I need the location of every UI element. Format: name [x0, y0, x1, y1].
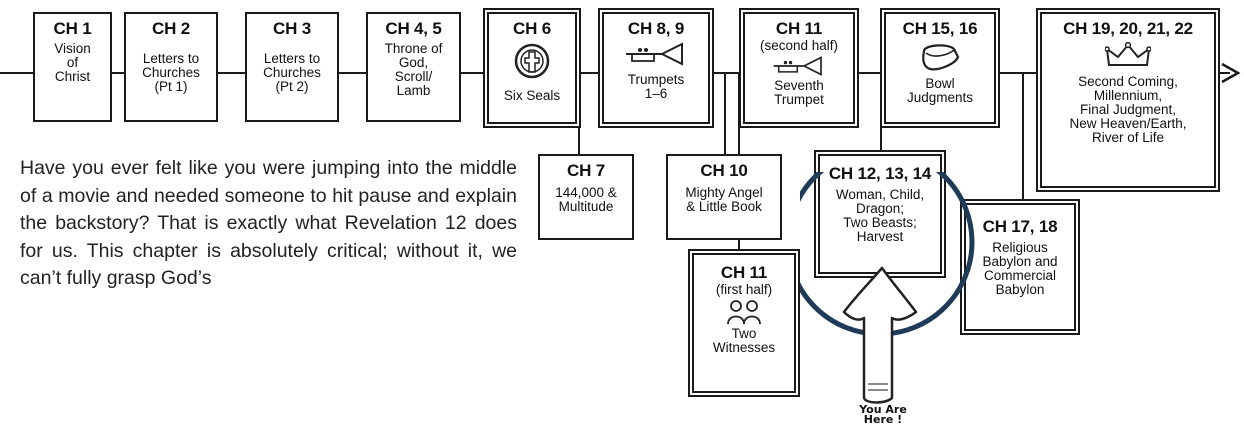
connector-ch1214: [880, 73, 882, 154]
box-ch10: CH 10 Mighty Angel & Little Book: [666, 154, 782, 240]
bowl-icon: [922, 44, 960, 71]
chapter-desc: Religious Babylon and Commercial Babylon: [982, 240, 1058, 297]
box-ch3: CH 3 Letters to Churches (Pt 2): [245, 12, 339, 122]
chapter-label: CH 2: [152, 19, 190, 38]
chapter-label: CH 1: [53, 19, 92, 38]
chapter-desc: Mighty Angel & Little Book: [685, 185, 763, 214]
chapter-label: CH 11: [720, 263, 768, 282]
box-ch12-14: CH 12, 13, 14 Woman, Child, Dragon; Two …: [818, 154, 942, 274]
chapter-label: CH 6: [513, 19, 551, 38]
chapter-desc: Bowl Judgments: [906, 76, 974, 105]
box-ch11-second: CH 11 (second half) Seventh Trumpet: [743, 12, 855, 124]
chapter-desc: Letters to Churches (Pt 1): [142, 51, 200, 94]
chapter-desc: 144,000 & Multitude: [555, 185, 617, 214]
chapter-desc: Trumpets 1–6: [627, 72, 685, 101]
box-ch7: CH 7 144,000 & Multitude: [538, 154, 634, 240]
chapter-label: CH 15, 16: [902, 19, 978, 38]
chapter-desc: Seventh Trumpet: [774, 78, 824, 107]
box-ch45: CH 4, 5 Throne of God, Scroll/ Lamb: [366, 12, 461, 122]
up-arrow-icon: [842, 266, 918, 404]
trumpet-icon: [773, 56, 822, 76]
chapter-label: CH 17, 18: [982, 217, 1058, 236]
connector-ch10: [724, 73, 726, 154]
intro-paragraph: Have you ever felt like you were jumping…: [20, 157, 517, 289]
chapter-desc: Letters to Churches (Pt 2): [263, 51, 321, 94]
chapter-desc: Woman, Child, Dragon; Two Beasts; Harves…: [835, 187, 925, 244]
you-are-here-label: You Are Here !: [859, 403, 907, 426]
chapter-desc: Throne of God, Scroll/ Lamb: [384, 41, 443, 98]
box-ch11-first: CH 11 (first half) Two Witnesses: [692, 253, 796, 393]
crown-icon: [1105, 41, 1151, 66]
connector-ch7: [578, 73, 580, 154]
chapter-sub: (second half): [759, 38, 839, 53]
two-people-icon: [727, 300, 761, 325]
box-ch19-22: CH 19, 20, 21, 22 Second Coming, Millenn…: [1040, 12, 1216, 188]
chapter-label: CH 11: [775, 19, 823, 38]
you-are-here-callout: [800, 172, 975, 404]
box-ch2: CH 2 Letters to Churches (Pt 1): [124, 12, 218, 122]
box-ch1: CH 1 Vision of Christ: [33, 12, 112, 122]
chapter-label: CH 12, 13, 14: [828, 164, 932, 183]
seal-icon: [514, 43, 550, 79]
chapter-desc: Six Seals: [503, 88, 561, 103]
box-ch89: CH 8, 9 Trumpets 1–6: [602, 12, 710, 124]
chapter-desc: Two Witnesses: [712, 326, 776, 355]
chapter-label: CH 10: [700, 161, 748, 180]
box-ch1516: CH 15, 16 Bowl Judgments: [884, 12, 996, 124]
chapter-label: CH 7: [567, 161, 605, 180]
chapter-desc: Vision of Christ: [54, 41, 91, 84]
chapter-label: CH 3: [273, 19, 311, 38]
box-ch17-18: CH 17, 18 Religious Babylon and Commerci…: [964, 203, 1076, 331]
chapter-desc: Second Coming, Millennium, Final Judgmen…: [1069, 74, 1187, 145]
chapter-label: CH 4, 5: [385, 19, 442, 38]
chapter-label: CH 19, 20, 21, 22: [1063, 19, 1193, 38]
trumpet-icon: [626, 42, 683, 66]
timeline-arrowhead-icon: [1221, 62, 1241, 84]
connector-ch1718: [1022, 73, 1024, 203]
box-ch6: CH 6 Six Seals: [487, 12, 577, 124]
chapter-sub: (first half): [715, 282, 773, 297]
chapter-label: CH 8, 9: [627, 19, 685, 38]
